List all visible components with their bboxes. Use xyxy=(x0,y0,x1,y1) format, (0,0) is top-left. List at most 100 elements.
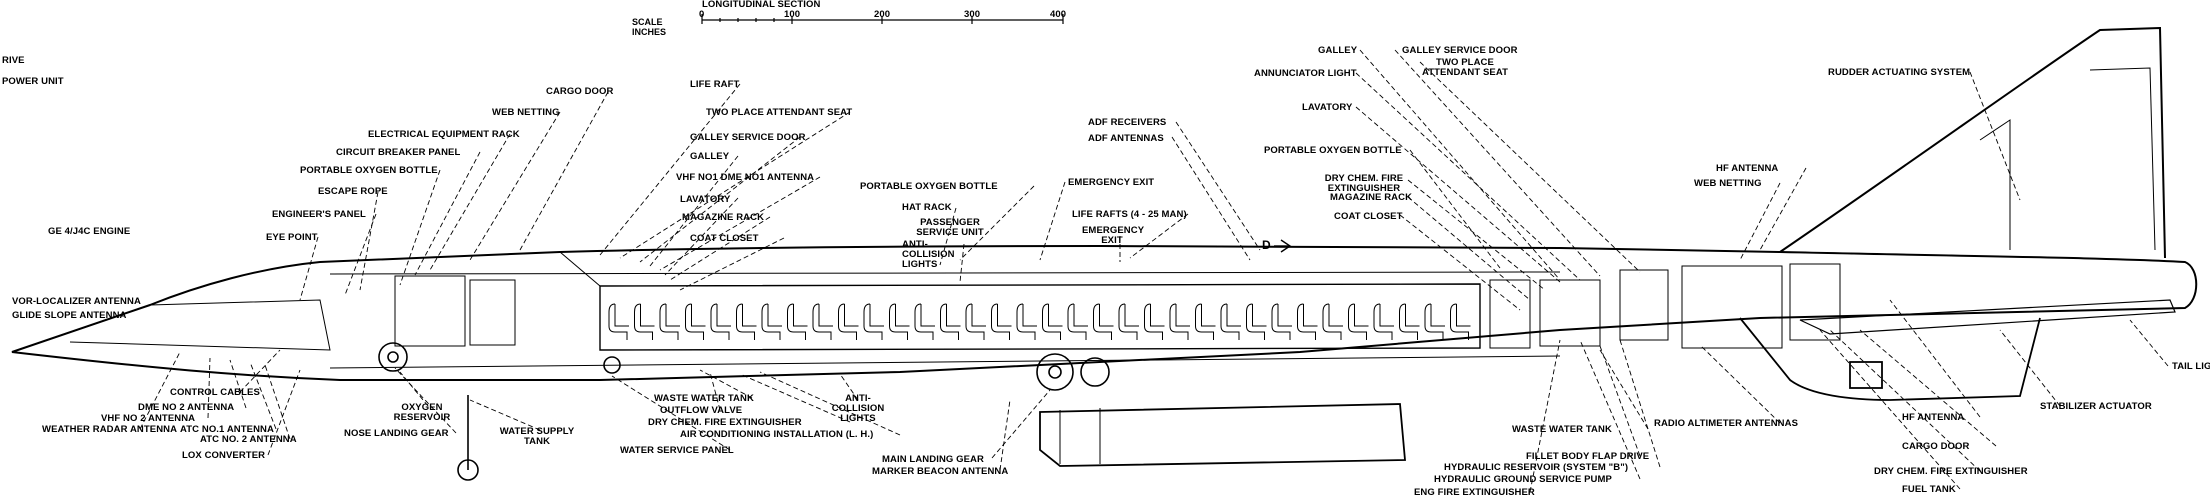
leader-line xyxy=(249,361,277,430)
label-waste-water-tank-aft: WASTE WATER TANK xyxy=(1512,424,1612,435)
leader-line xyxy=(1529,339,1561,493)
leader-line xyxy=(599,83,741,256)
label-nose-landing-gear: NOSE LANDING GEAR xyxy=(344,428,449,439)
label-tail-light: TAIL LIG xyxy=(2172,361,2210,372)
leader-line xyxy=(659,176,821,271)
passenger-seat xyxy=(1118,303,1139,340)
leader-line xyxy=(359,191,379,291)
label-portable-oxygen-bottle-fwd: PORTABLE OXYGEN BOTTLE xyxy=(300,165,438,176)
fuselage xyxy=(11,244,2198,381)
leader-line xyxy=(1889,299,1981,418)
passenger-seat xyxy=(1424,303,1445,340)
label-radio-altimeter-antennas: RADIO ALTIMETER ANTENNAS xyxy=(1654,418,1799,429)
passenger-seat xyxy=(634,303,655,340)
passenger-seat xyxy=(787,303,808,340)
leader-line xyxy=(1859,329,1997,447)
leader-line xyxy=(469,399,541,431)
passenger-seat xyxy=(1220,303,1241,340)
leader-line xyxy=(1394,49,1601,277)
leader-line xyxy=(1355,72,1581,281)
passenger-seat xyxy=(1042,303,1063,340)
label-emergency-exit-1: EMERGENCY EXIT xyxy=(1068,177,1155,188)
label-hat-rack: HAT RACK xyxy=(902,202,952,213)
leader-line xyxy=(207,357,211,419)
leader-line xyxy=(739,373,851,423)
leader-line xyxy=(1599,345,1641,457)
scale-tick-400: 400 xyxy=(1050,9,1067,20)
label-ge4-engine: GE 4/J4C ENGINE xyxy=(48,226,131,237)
passenger-seat xyxy=(761,303,782,340)
leader-line xyxy=(1355,106,1561,283)
passenger-seat xyxy=(914,303,935,340)
label-weather-radar-antenna: WEATHER RADAR ANTENNA xyxy=(42,424,178,435)
leader-line xyxy=(699,369,753,399)
label-drive: RIVE xyxy=(2,55,25,66)
passenger-seat xyxy=(1067,303,1088,340)
label-electrical-equipment-rack: ELECTRICAL EQUIPMENT RACK xyxy=(368,129,520,140)
label-dry-chem-fire-extinguisher-aft: DRY CHEM. FIRE EXTINGUISHER xyxy=(1874,466,2028,477)
leader-line xyxy=(344,213,377,296)
label-marker-beacon-antenna: MARKER BEACON ANTENNA xyxy=(872,466,1009,477)
scale-tick-300: 300 xyxy=(964,9,981,20)
passenger-seat xyxy=(608,303,629,340)
label-lox-converter: LOX CONVERTER xyxy=(182,450,266,461)
label-outflow-valve: OUTFLOW VALVE xyxy=(660,405,743,416)
leader-line xyxy=(267,369,301,456)
leader-line xyxy=(639,136,801,263)
label-power-unit: POWER UNIT xyxy=(2,76,64,87)
leader-line xyxy=(1699,344,1781,424)
passenger-seat xyxy=(1297,303,1318,340)
label-hydraulic-ground-service-pump: HYDRAULIC GROUND SERVICE PUMP xyxy=(1434,474,1612,485)
leader-line xyxy=(399,169,441,286)
passenger-seat xyxy=(940,303,961,340)
label-vor-localizer-antenna: VOR-LOCALIZER ANTENNA xyxy=(12,296,141,307)
galley-compartments xyxy=(394,263,1841,349)
label-water-supply-tank: WATER SUPPLY TANK xyxy=(499,426,575,447)
scale-bar xyxy=(701,14,1064,24)
label-atc-no2-antenna: ATC NO. 2 ANTENNA xyxy=(200,434,297,445)
label-portable-oxygen-bottle-mid: PORTABLE OXYGEN BOTTLE xyxy=(860,181,998,192)
label-fuel-tank: FUEL TANK xyxy=(1902,484,1956,495)
label-vhf-dme-antenna: VHF NO1 DME NO1 ANTENNA xyxy=(676,172,815,183)
leader-line xyxy=(1599,349,1649,430)
label-rudder-actuating-system: RUDDER ACTUATING SYSTEM xyxy=(1828,67,1971,78)
label-coat-closet-fwd: COAT CLOSET xyxy=(690,233,759,244)
label-hf-antenna-top: HF ANTENNA xyxy=(1716,163,1779,174)
label-atc-no1-antenna: ATC NO.1 ANTENNA xyxy=(180,424,274,435)
passenger-seat xyxy=(838,303,859,340)
passenger-seat xyxy=(1271,303,1292,340)
leader-line xyxy=(1619,339,1661,468)
leader-line xyxy=(519,91,609,251)
passenger-seat xyxy=(1373,303,1394,340)
leader-line xyxy=(1969,71,2021,201)
label-web-netting-fwd: WEB NETTING xyxy=(492,107,560,118)
label-anti-collision-lights-top: ANTI-COLLISION LIGHTS xyxy=(902,239,955,270)
leader-line xyxy=(1999,329,2061,407)
label-escape-rope: ESCAPE ROPE xyxy=(318,186,388,197)
leader-line xyxy=(429,133,511,271)
label-coat-closet-aft: COAT CLOSET xyxy=(1334,211,1403,222)
leader-line xyxy=(239,349,281,393)
passenger-seat xyxy=(1322,303,1343,340)
leader-line xyxy=(469,111,561,261)
passenger-seat xyxy=(710,303,731,340)
label-vhf-no2-antenna: VHF NO 2 ANTENNA xyxy=(101,413,196,424)
leader-line xyxy=(1399,214,1521,311)
label-annunciator-light: ANNUNCIATOR LIGHT xyxy=(1254,68,1357,79)
passenger-seat xyxy=(863,303,884,340)
label-dry-chem-fire-extinguisher-fwd: DRY CHEM. FIRE EXTINGUISHER xyxy=(648,417,802,428)
leader-line xyxy=(664,197,739,276)
leader-line xyxy=(1739,182,1781,261)
passenger-seat xyxy=(1246,303,1267,340)
passenger-seat xyxy=(965,303,986,340)
label-main-landing-gear: MAIN LANDING GEAR xyxy=(882,454,984,465)
label-adf-antennas: ADF ANTENNAS xyxy=(1088,133,1164,144)
leader-line xyxy=(1129,213,1189,259)
passenger-seat xyxy=(1348,303,1369,340)
label-two-place-attendant-seat-fwd: TWO PLACE ATTENDANT SEAT xyxy=(706,107,853,118)
scale-tick-200: 200 xyxy=(874,9,891,20)
leader-line xyxy=(669,216,771,281)
label-stabilizer-actuator: STABILIZER ACTUATOR xyxy=(2040,401,2152,412)
leader-line xyxy=(299,236,319,301)
passenger-seat xyxy=(991,303,1012,340)
